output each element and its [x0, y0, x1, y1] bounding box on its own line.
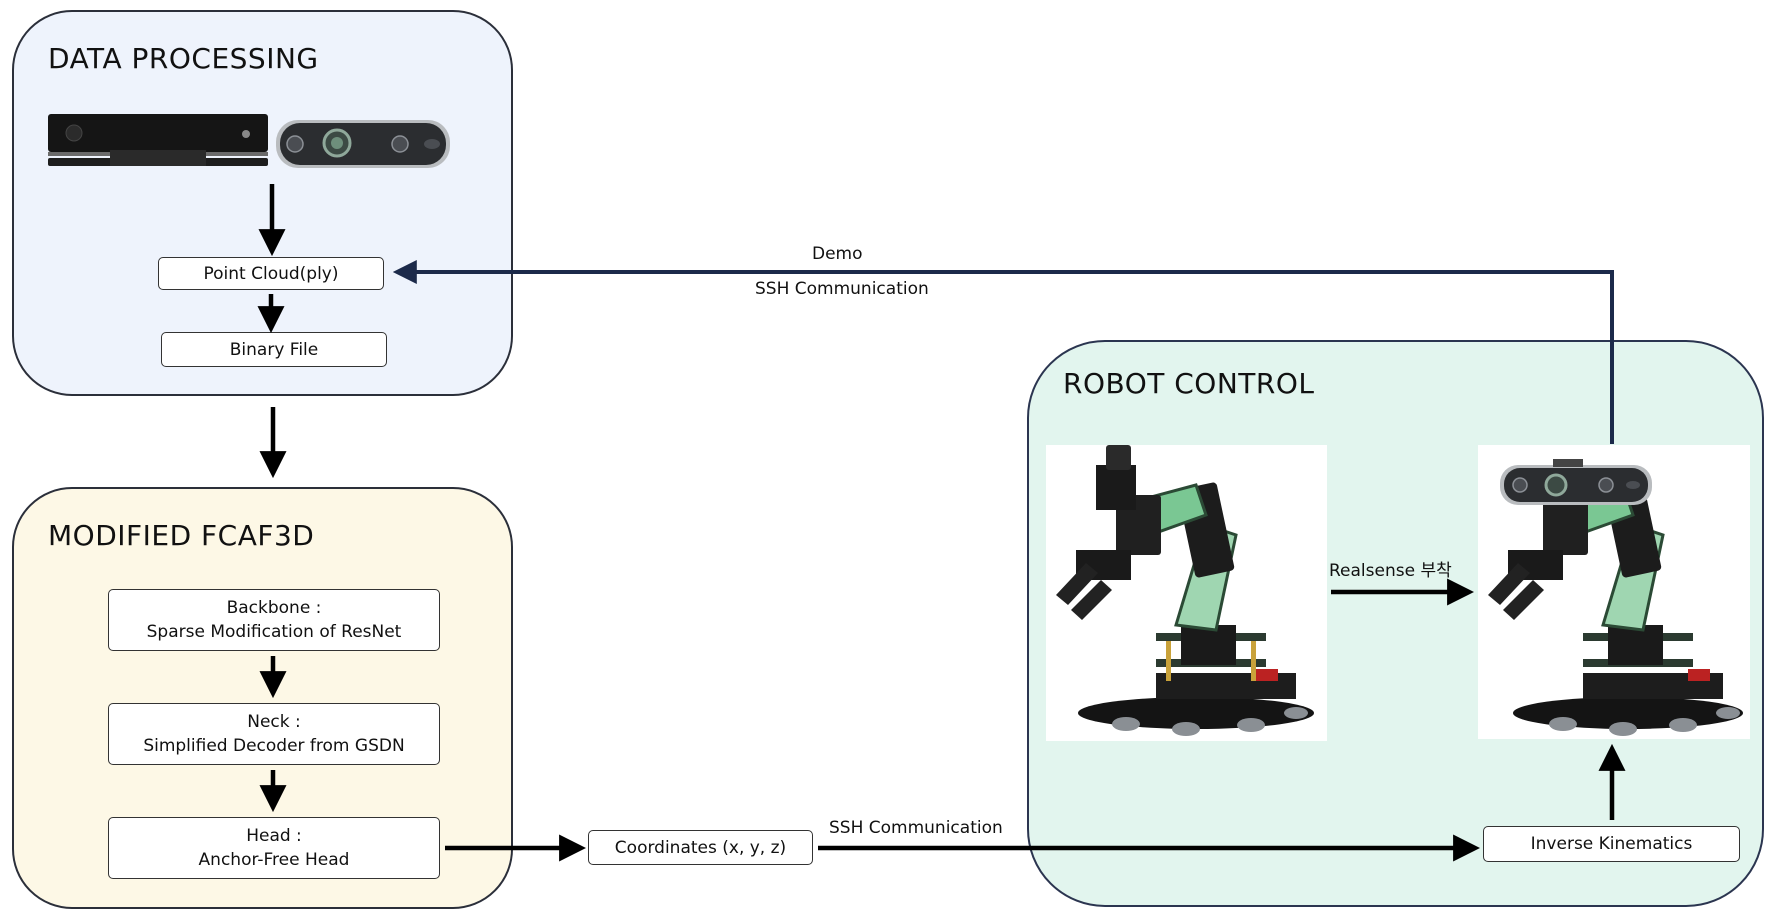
- point-cloud-box: Point Cloud(ply): [158, 257, 384, 290]
- backbone-title: Backbone :: [226, 598, 322, 618]
- realsense-camera-image: [276, 120, 450, 168]
- data-processing-title: DATA PROCESSING: [48, 42, 319, 75]
- ssh-communication-top-label: SSH Communication: [755, 279, 929, 299]
- binary-file-label: Binary File: [229, 339, 319, 360]
- backbone-description: Sparse Modification of ResNet: [146, 622, 402, 642]
- arrow-demo-feedback: [392, 260, 1614, 444]
- point-cloud-label: Point Cloud(ply): [203, 263, 339, 284]
- neck-description: Simplified Decoder from GSDN: [143, 736, 405, 756]
- kinect-sensor-image: [48, 114, 268, 166]
- robot-arm-with-camera-image: [1478, 445, 1750, 739]
- binary-file-box: Binary File: [161, 332, 387, 367]
- realsense-attach-label: Realsense 부착: [1329, 561, 1452, 581]
- backbone-box: Backbone : Sparse Modification of ResNet: [108, 589, 440, 651]
- head-description: Anchor-Free Head: [198, 850, 350, 870]
- neck-box: Neck : Simplified Decoder from GSDN: [108, 703, 440, 765]
- head-title: Head :: [246, 826, 302, 846]
- robot-control-title: ROBOT CONTROL: [1063, 367, 1315, 400]
- coordinates-label: Coordinates (x, y, z): [614, 837, 787, 858]
- robot-arm-image: [1046, 445, 1327, 741]
- coordinates-box: Coordinates (x, y, z): [588, 830, 813, 865]
- head-box: Head : Anchor-Free Head: [108, 817, 440, 879]
- inverse-kinematics-box: Inverse Kinematics: [1483, 826, 1740, 862]
- neck-title: Neck :: [247, 712, 301, 732]
- ssh-communication-bottom-label: SSH Communication: [829, 818, 1003, 838]
- inverse-kinematics-label: Inverse Kinematics: [1530, 834, 1693, 854]
- modified-fcaf3d-title: MODIFIED FCAF3D: [48, 519, 315, 552]
- demo-label: Demo: [812, 244, 863, 264]
